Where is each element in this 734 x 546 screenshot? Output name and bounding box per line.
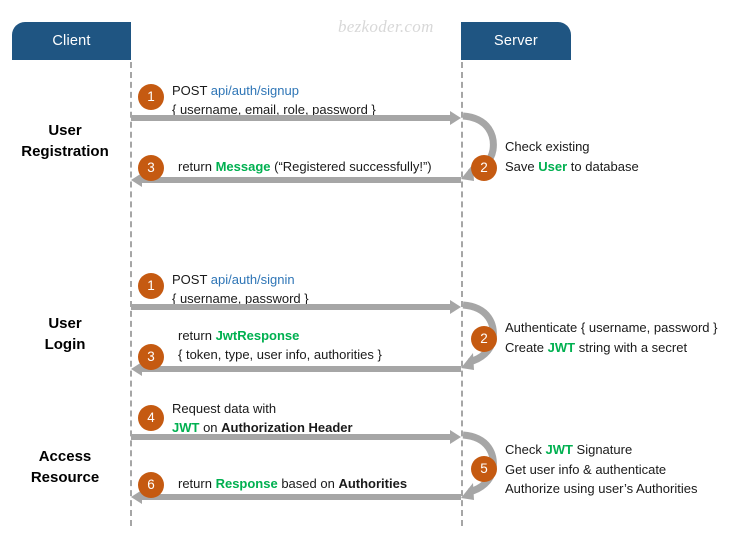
message-keyword-message: Message (215, 159, 271, 174)
section-label-line1: Access (38, 448, 92, 465)
message-endpoint-path: api/auth/signup (210, 83, 299, 98)
section-label-access-resource: Access Resource (0, 446, 130, 489)
note-line-1: Check existing (505, 139, 590, 154)
step-badge-number: 1 (147, 89, 155, 105)
message-keyword-response: Response (215, 476, 278, 491)
actor-header-server: Server (461, 22, 571, 60)
message-resource-request: Request data with JWT on Authorization H… (172, 400, 353, 438)
note-text: Create (505, 339, 548, 355)
step-badge-number: 1 (147, 278, 155, 294)
arrow-resource-request (131, 430, 461, 444)
note-text: string with a secret (575, 339, 688, 355)
note-line-2: Save User to database (505, 157, 639, 177)
note-text: Signature (572, 442, 633, 457)
note-resource-server: Check JWT Signature Get user info & auth… (505, 440, 697, 499)
note-signin-server: Authenticate { username, password } Crea… (505, 318, 717, 357)
message-method: POST (172, 83, 211, 98)
actor-label-server: Server (494, 33, 538, 49)
step-badge-1-signup: 1 (138, 84, 164, 110)
step-badge-number: 6 (147, 477, 155, 493)
message-line-2: { username, email, role, password } (172, 101, 376, 117)
message-line-2: { username, password } (172, 290, 309, 306)
message-line-1: Request data with (172, 401, 277, 416)
message-signup-request: POST api/auth/signup { username, email, … (172, 82, 376, 120)
step-badge-1-signin: 1 (138, 273, 164, 299)
note-text: Check (505, 442, 546, 457)
section-label-line2: Resource (30, 469, 100, 487)
section-label-user-login: User Login (0, 313, 130, 356)
message-text: (“Registered successfully!”) (270, 159, 432, 174)
section-label-line2: Login (44, 336, 86, 354)
arrow-signin-response (131, 362, 461, 376)
step-badge-number: 2 (480, 331, 488, 347)
message-bold-authorities: Authorities (338, 476, 408, 491)
arrow-head-icon (450, 300, 461, 314)
message-line-1: POST api/auth/signin (172, 271, 309, 290)
actor-label-client: Client (52, 33, 91, 49)
step-badge-number: 3 (147, 349, 155, 365)
message-line-1: return Message (“Registered successfully… (178, 158, 432, 177)
message-text: on (199, 419, 222, 435)
message-text: based on (277, 476, 339, 491)
step-badge-3-signin-response: 3 (138, 344, 164, 370)
step-badge-4-resource-request: 4 (138, 405, 164, 431)
message-line-1: POST api/auth/signup (172, 82, 376, 101)
message-signin-request: POST api/auth/signin { username, passwor… (172, 271, 309, 309)
arrow-signup-response (131, 173, 461, 187)
message-method: POST (172, 272, 211, 287)
note-text: Save (505, 158, 539, 174)
note-line-1: Authenticate { username, password } (505, 320, 718, 335)
actor-header-client: Client (12, 22, 131, 60)
step-badge-2-signin-server: 2 (471, 326, 497, 352)
note-line-3: Authorize using user’s Authorities (505, 481, 698, 496)
arrow-resource-response (131, 490, 461, 504)
arrow-head-icon (131, 173, 142, 187)
note-line-2: Create JWT string with a secret (505, 338, 717, 358)
message-line-1: return Response based on Authorities (178, 475, 407, 494)
step-badge-number: 2 (480, 160, 488, 176)
note-text: to database (567, 158, 639, 174)
step-badge-number: 5 (480, 461, 488, 477)
arrow-head-icon (450, 430, 461, 444)
step-badge-2-signup-server: 2 (471, 155, 497, 181)
message-text: return (178, 159, 216, 174)
arrow-signin-request (131, 300, 461, 314)
lifeline-server (461, 62, 463, 526)
step-badge-3-signup-response: 3 (138, 155, 164, 181)
message-keyword-jwtresponse: JwtResponse (215, 328, 300, 343)
message-line-1: return JwtResponse (178, 327, 382, 346)
section-label-line2: Registration (21, 143, 109, 161)
message-signup-response: return Message (“Registered successfully… (178, 158, 432, 177)
message-signin-response: return JwtResponse { token, type, user i… (178, 327, 382, 365)
message-text: return (178, 476, 216, 491)
arrow-head-icon (131, 362, 142, 376)
message-line-2: JWT on Authorization Header (172, 419, 353, 438)
message-line-2: { token, type, user info, authorities } (178, 346, 382, 362)
arrow-signup-request (131, 111, 461, 125)
section-label-line1: User (48, 315, 82, 332)
section-label-line1: User (48, 122, 82, 139)
note-line-1: Check JWT Signature (505, 440, 697, 460)
message-keyword-jwt: JWT (172, 419, 200, 435)
arrow-head-icon (131, 490, 142, 504)
message-endpoint-path: api/auth/signin (210, 272, 295, 287)
note-keyword-jwt: JWT (547, 339, 576, 355)
step-badge-6-resource-response: 6 (138, 472, 164, 498)
note-keyword-jwt: JWT (545, 442, 573, 457)
step-badge-5-resource-server: 5 (471, 456, 497, 482)
step-badge-number: 4 (147, 410, 155, 426)
note-signup-server: Check existing Save User to database (505, 137, 639, 176)
watermark-bezkoder: bezkoder.com (338, 17, 434, 36)
section-label-user-registration: User Registration (0, 120, 130, 163)
arrow-head-icon (450, 111, 461, 125)
message-bold-authorization-header: Authorization Header (221, 419, 353, 435)
step-badge-number: 3 (147, 160, 155, 176)
lifeline-client (130, 62, 132, 526)
message-text: return (178, 328, 216, 343)
note-line-2: Get user info & authenticate (505, 461, 667, 477)
message-resource-response: return Response based on Authorities (178, 475, 407, 494)
note-keyword-user: User (538, 158, 568, 174)
